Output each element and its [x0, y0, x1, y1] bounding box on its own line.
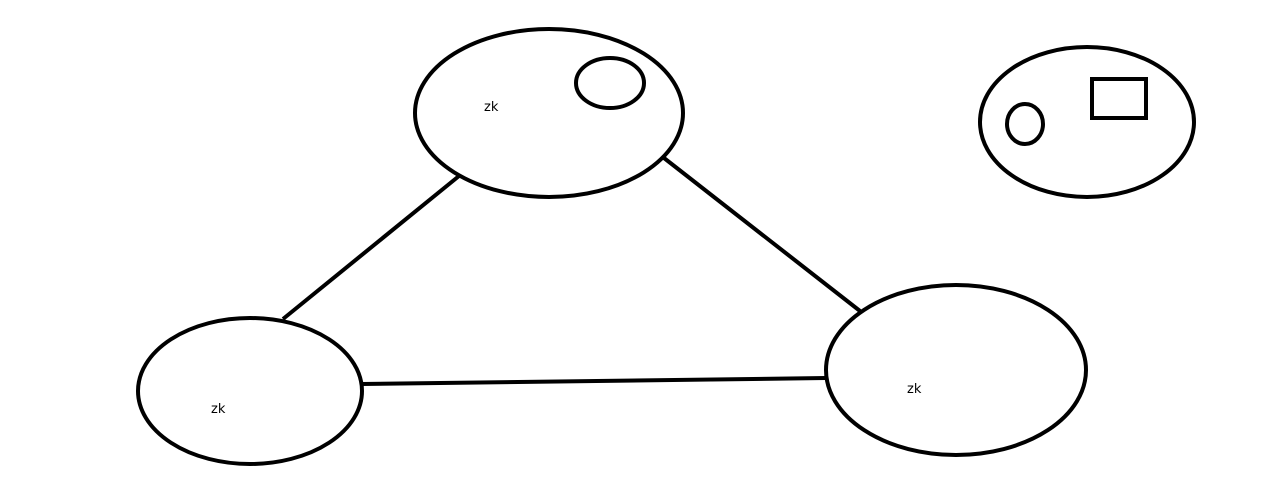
legend-circle	[1005, 102, 1045, 146]
node-right: zk	[824, 283, 1088, 457]
node-right-label: zk	[907, 382, 922, 397]
node-top: zk	[413, 27, 685, 199]
node-right-ellipse	[824, 283, 1088, 457]
node-top-label: zk	[484, 100, 499, 115]
legend-outer-ellipse	[978, 45, 1196, 199]
edge-left-right	[361, 376, 827, 386]
node-left: zk	[136, 316, 364, 466]
legend-group	[978, 45, 1196, 199]
legend-rectangle	[1090, 77, 1148, 120]
node-left-ellipse	[136, 316, 364, 466]
node-left-label: zk	[211, 402, 226, 417]
edge-top-left	[281, 174, 461, 321]
edge-top-right	[662, 156, 862, 313]
node-top-ellipse	[413, 27, 685, 199]
node-top-inner-circle	[574, 56, 646, 110]
